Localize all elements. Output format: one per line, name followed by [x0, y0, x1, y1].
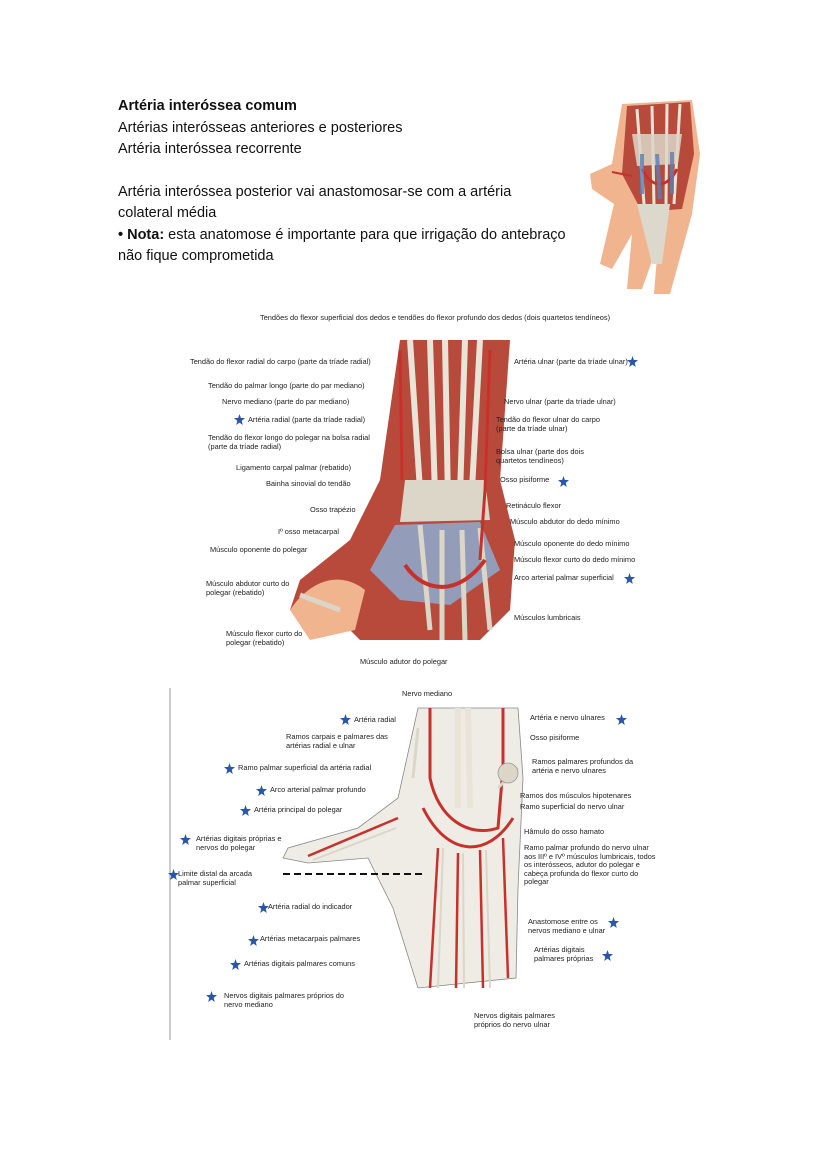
label-abductor-digiti-minimi: Músculo abdutor do dedo mínimo: [510, 517, 620, 526]
figure-hand-vessels-nerves: Nervo mediano Artéria radial Ramos carpa…: [168, 688, 658, 1043]
star-icon: [624, 573, 635, 584]
label-median-nerve: Nervo mediano (parte do par mediano): [222, 397, 350, 406]
star-icon: [608, 917, 619, 928]
label-proper-digital: Artérias digitais palmares próprias: [534, 945, 594, 963]
label-superficial-palmar-arch: Arco arterial palmar superficial: [514, 573, 614, 582]
label-fpl-tendon: Tendão do flexor longo do polegar na bol…: [208, 433, 370, 451]
star-icon: [234, 414, 245, 425]
label-radial-artery: Artéria radial (parte da tríade radial): [248, 415, 366, 424]
label-deep-palmar-arch: Arco arterial palmar profundo: [270, 785, 366, 794]
label-deep-ulnar-branches: Ramos palmares profundos da artéria e ne…: [532, 757, 634, 775]
label-thumb-digital: Artérias digitais próprias e nervos do p…: [196, 834, 282, 852]
label-trapezium: Osso trapézio: [310, 505, 356, 514]
star-icon: [258, 902, 269, 913]
note-label: • Nota:: [118, 226, 165, 243]
star-icon: [168, 869, 179, 880]
label-pisiform: Osso pisiforme: [530, 733, 580, 742]
star-icon: [240, 805, 251, 816]
label-palmar-metacarpal: Artérias metacarpais palmares: [260, 934, 361, 943]
label-ulnar-bursa: Bolsa ulnar (parte dos dois quartetos te…: [496, 447, 584, 465]
label-apb: Músculo abdutor curto do polegar (rebati…: [206, 579, 290, 597]
label-ulnar-artery-nerve: Artéria e nervo ulnares: [530, 713, 605, 722]
text-line: Artéria interóssea recorrente: [118, 141, 302, 157]
label-top-tendons: Tendões do flexor superficial dos dedos …: [260, 313, 611, 322]
star-icon: [206, 991, 217, 1002]
heading: Artéria interóssea comum: [118, 98, 297, 114]
label-pisiform: Osso pisiforme: [500, 475, 550, 484]
label-synovial-sheath: Bainha sinovial do tendão: [266, 479, 351, 488]
label-hamate-hook: Hâmulo do osso hamato: [524, 827, 605, 836]
label-fpb: Músculo flexor curto do polegar (rebatid…: [226, 629, 303, 647]
label-distal-limit-arch: Limite distal da arcada palmar superfici…: [178, 869, 252, 887]
hand-vessels-illustration: [169, 688, 524, 1040]
label-palmaris-longus: Tendão do palmar longo (parte do par med…: [208, 381, 365, 390]
label-princeps-pollicis: Artéria principal do polegar: [254, 805, 343, 814]
label-palmar-carpal-ligament: Ligamento carpal palmar (rebatido): [236, 463, 352, 472]
label-flexor-retinaculum: Retináculo flexor: [506, 501, 562, 510]
star-icon: [256, 785, 267, 796]
star-icon: [248, 935, 259, 946]
star-icon: [224, 763, 235, 774]
intro-text: Artéria interóssea comum Artérias interó…: [118, 96, 568, 268]
star-icon: [558, 476, 569, 487]
label-radialis-indicis: Artéria radial do indicador: [268, 902, 353, 911]
label-adductor-pollicis: Músculo adutor do polegar: [360, 657, 448, 666]
star-icon: [616, 714, 627, 725]
figure-wrist-anatomy: Tendões do flexor superficial dos dedos …: [180, 310, 660, 670]
label-fcu-tendon: Tendão do flexor ulnar do carpo (parte d…: [496, 415, 600, 433]
label-carpal-palmar-branches: Ramos carpais e palmares das artérias ra…: [286, 732, 388, 750]
label-deep-ulnar-nerve: Ramo palmar profundo do nervo ulnar aos …: [524, 843, 656, 887]
text-line: Artérias interósseas anteriores e poster…: [118, 119, 403, 136]
label-radial-artery: Artéria radial: [354, 715, 396, 724]
star-icon: [602, 950, 613, 961]
hand-illustration-top: [582, 94, 712, 300]
label-fdm-brevis: Músculo flexor curto do dedo mínimo: [514, 555, 636, 564]
label-fcr-tendon: Tendão do flexor radial do carpo (parte …: [190, 357, 371, 366]
label-ulnar-artery: Artéria ulnar (parte da tríade ulnar): [514, 357, 628, 366]
label-superficial-ulnar-nerve: Ramo superficial do nervo ulnar: [520, 802, 625, 811]
label-anastomosis: Anastomose entre os nervos mediano e uln…: [528, 917, 606, 935]
label-opponens-pollicis: Músculo oponente do polegar: [210, 545, 308, 554]
label-first-metacarpal: Iº osso metacarpal: [278, 527, 340, 536]
label-hypothenar-branches: Ramos dos músculos hipotenares: [520, 791, 632, 800]
wrist-illustration: [290, 339, 515, 641]
note: • Nota: esta anatomose é importante para…: [118, 225, 568, 268]
label-lumbricals: Músculos lumbricais: [514, 613, 581, 622]
label-median-digital-nerves: Nervos digitais palmares próprios do ner…: [224, 991, 344, 1009]
note-text: esta anatomose é importante para que irr…: [118, 226, 566, 265]
star-icon: [340, 714, 351, 725]
label-median-nerve-top: Nervo mediano: [402, 689, 453, 698]
star-icon: [627, 356, 638, 367]
label-ulnar-nerve: Nervo ulnar (parte da tríade ulnar): [504, 397, 616, 406]
star-icon: [230, 959, 241, 970]
paragraph: Artéria interóssea posterior vai anastom…: [118, 183, 512, 222]
label-common-digital: Artérias digitais palmares comuns: [244, 959, 355, 968]
label-opponens-digiti-minimi: Músculo oponente do dedo mínimo: [514, 539, 630, 548]
label-superficial-palmar-branch: Ramo palmar superficial da artéria radia…: [238, 763, 372, 772]
label-ulnar-digital-nerves: Nervos digitais palmares próprios do ner…: [474, 1011, 555, 1029]
star-icon: [180, 834, 191, 845]
